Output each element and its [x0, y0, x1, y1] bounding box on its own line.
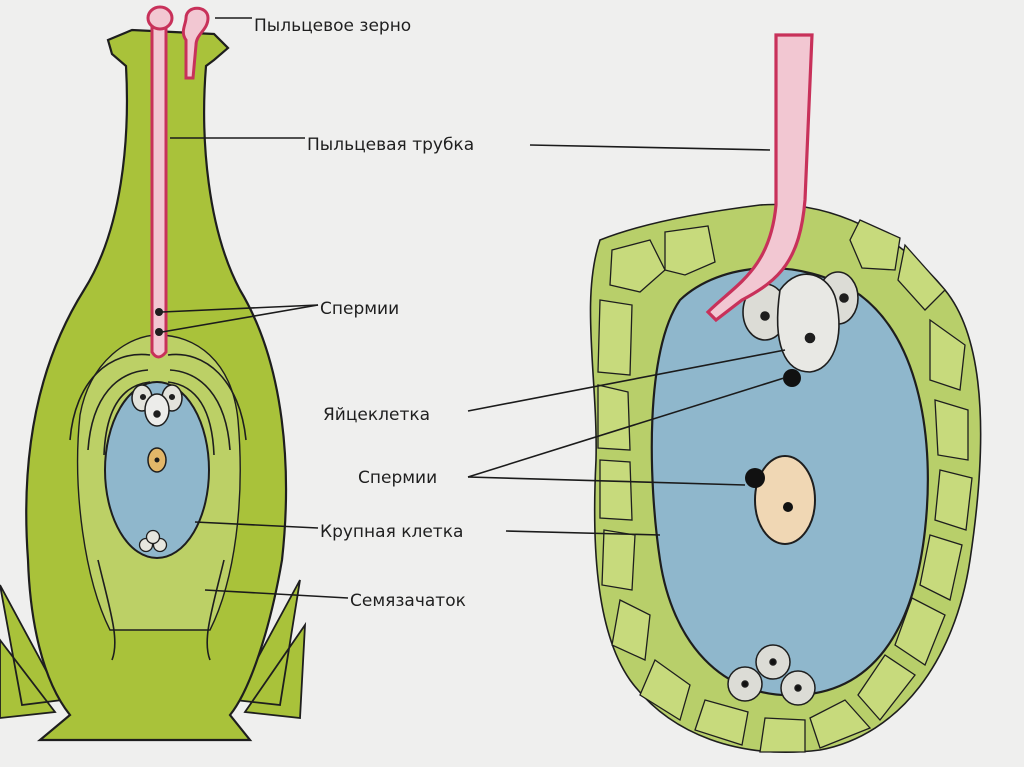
egg-apparatus-left: [131, 384, 183, 427]
pistil-figure: [0, 5, 307, 742]
sperm-cell-left-1: [155, 308, 163, 316]
sperm-cell-right-1: [783, 369, 801, 387]
label-sperm-top: Спермии: [320, 299, 399, 319]
label-sperm-bottom: Спермии: [358, 468, 437, 488]
label-egg-cell: Яйцеклетка: [323, 405, 430, 425]
pollen-tube-right: [705, 33, 814, 323]
antipodal-cells-right: [727, 644, 816, 706]
sperm-cell-right-2: [745, 468, 765, 488]
embryo-sac-figure: [589, 33, 982, 753]
labels: Пыльцевое зерно Пыльцевая трубка Спермии…: [254, 16, 474, 611]
central-nucleus-left: [154, 457, 160, 463]
cell-grid: [597, 219, 973, 753]
antipodal-cells-left: [138, 529, 168, 553]
label-large-cell: Крупная клетка: [320, 522, 463, 542]
egg-apparatus-right: [742, 271, 859, 373]
leader-lines: [161, 17, 786, 599]
pollen-grain-left-1: [146, 5, 174, 31]
label-pollen-grain: Пыльцевое зерно: [254, 16, 411, 36]
pollen-tube-left: [150, 16, 168, 359]
central-nucleus-right: [783, 502, 793, 512]
label-ovule: Семязачаток: [350, 591, 466, 611]
pollen-grain-left-2: [181, 6, 210, 80]
label-pollen-tube: Пыльцевая трубка: [307, 135, 474, 155]
integument-lines: [69, 353, 247, 661]
central-cell-right: [754, 455, 816, 545]
sperm-cell-left-2: [155, 328, 163, 336]
ovary-fringe: [0, 579, 307, 719]
